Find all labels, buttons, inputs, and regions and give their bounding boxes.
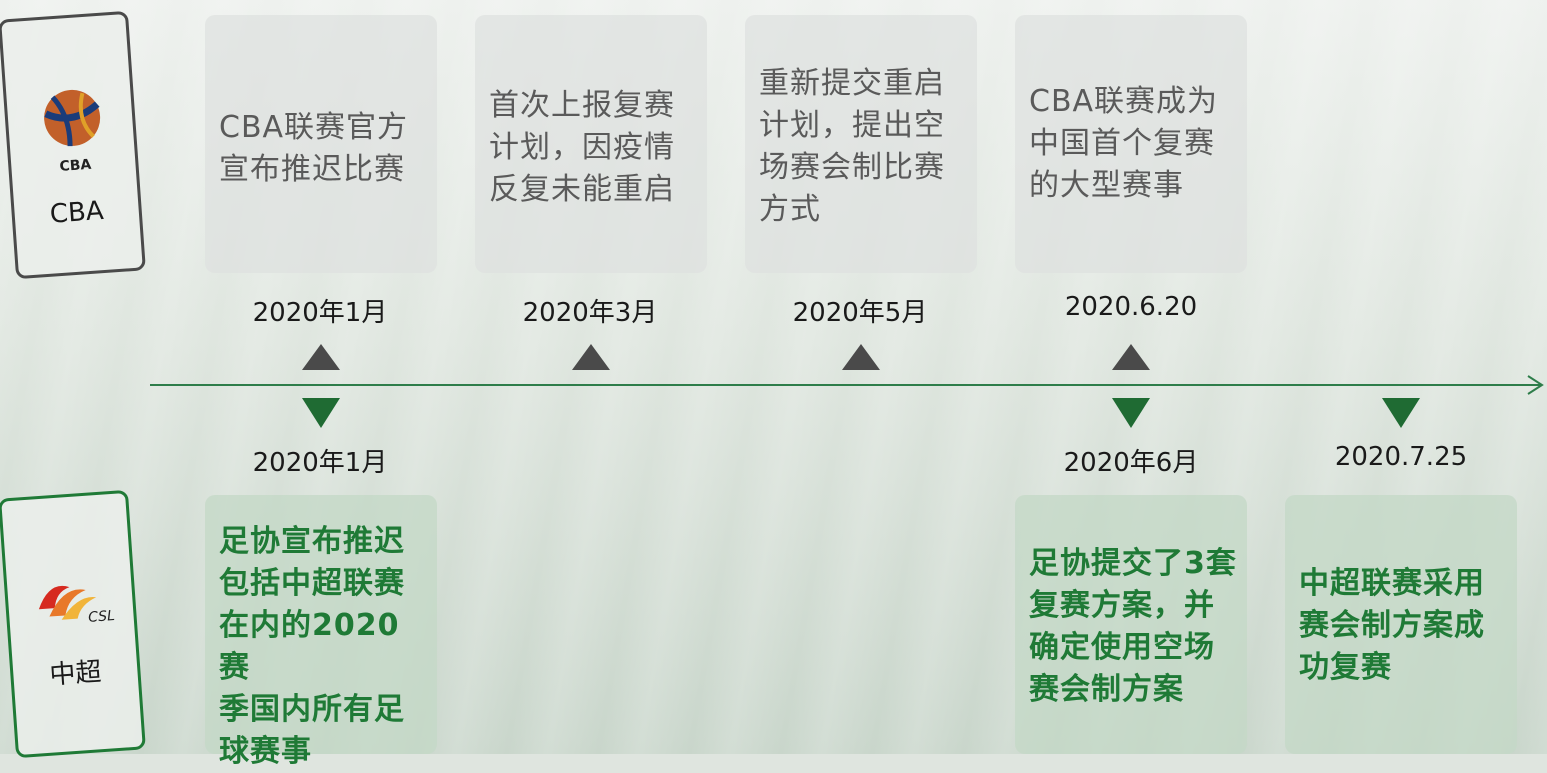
event-text: 赛会制方案成	[1299, 608, 1485, 643]
event-text: 首次上报复赛	[489, 88, 675, 123]
cba-event-date: 2020年5月	[792, 298, 928, 328]
cba-label: CBA	[48, 195, 105, 230]
event-text: 计划，因疫情	[489, 130, 675, 165]
event-text: 宣布推迟比赛	[219, 152, 405, 187]
cba-marker-icon	[572, 344, 610, 370]
event-text: 足协宣布推迟	[219, 524, 405, 559]
cba-league-card: CBA CBA	[0, 10, 146, 280]
csl-label: 中超	[48, 657, 103, 691]
event-text: 功复赛	[1299, 650, 1392, 685]
event-text: 在内的2020赛	[219, 608, 400, 685]
event-text: 计划，提出空	[759, 108, 945, 143]
csl-event-date: 2020年6月	[1063, 448, 1199, 478]
cba-event-card: 首次上报复赛 计划，因疫情 反复未能重启	[475, 15, 707, 273]
event-text: 方式	[759, 192, 821, 227]
event-text: CBA联赛成为	[1029, 84, 1219, 119]
csl-event-card: 足协提交了3套 复赛方案，并 确定使用空场 赛会制方案	[1015, 495, 1247, 754]
event-text: 重新提交重启	[759, 66, 945, 101]
cba-logo-text: CBA	[59, 157, 92, 175]
csl-marker-icon	[1382, 398, 1420, 428]
csl-event-card: 中超联赛采用 赛会制方案成 功复赛	[1285, 495, 1517, 754]
event-text: 包括中超联赛	[219, 566, 405, 601]
cba-marker-icon	[1112, 344, 1150, 370]
csl-logo-text: CSL	[88, 608, 116, 626]
cba-marker-icon	[302, 344, 340, 370]
cba-event-card: 重新提交重启 计划，提出空 场赛会制比赛 方式	[745, 15, 977, 273]
csl-marker-icon	[1112, 398, 1150, 428]
csl-event-date: 2020年1月	[252, 448, 388, 478]
csl-logo-icon: CSL	[38, 585, 116, 626]
event-text: 赛会制方案	[1029, 672, 1184, 707]
cba-event-card: CBA联赛成为 中国首个复赛 的大型赛事	[1015, 15, 1247, 273]
cba-event-date: 2020年1月	[252, 298, 388, 328]
event-text: 的大型赛事	[1029, 168, 1184, 203]
cba-event-date: 2020.6.20	[1064, 292, 1198, 322]
event-text: 中国首个复赛	[1029, 126, 1215, 161]
event-text: 足协提交了3套	[1029, 546, 1237, 581]
csl-event-card: 足协宣布推迟 包括中超联赛 在内的2020赛 季国内所有足 球赛事	[205, 495, 437, 769]
event-text: 中超联赛采用	[1299, 566, 1485, 601]
event-text: 反复未能重启	[489, 172, 675, 207]
event-text: CBA联赛官方	[219, 110, 409, 145]
csl-event-date: 2020.7.25	[1334, 442, 1468, 472]
cba-marker-icon	[842, 344, 880, 370]
event-text: 球赛事	[219, 734, 312, 769]
event-text: 季国内所有足	[219, 692, 405, 727]
csl-marker-icon	[302, 398, 340, 428]
event-text: 场赛会制比赛	[759, 150, 945, 185]
cba-logo-icon: CBA	[44, 89, 101, 175]
event-text: 复赛方案，并	[1029, 588, 1215, 623]
csl-league-card: CSL 中超	[0, 489, 146, 759]
event-text: 确定使用空场	[1029, 630, 1215, 665]
cba-event-card: CBA联赛官方 宣布推迟比赛	[205, 15, 437, 273]
timeline-arrow	[150, 375, 1544, 395]
cba-event-date: 2020年3月	[522, 298, 658, 328]
